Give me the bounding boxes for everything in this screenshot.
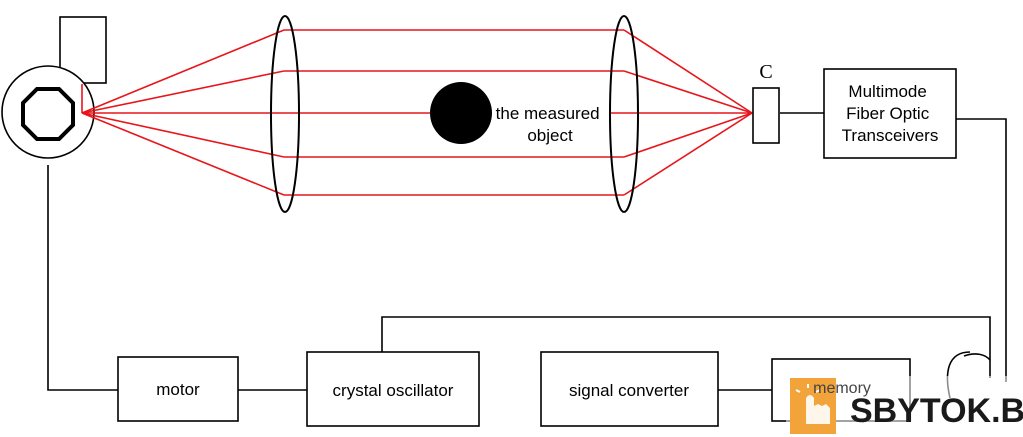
wire-transceiver-to-detector (956, 118, 1007, 382)
collimating-lens (270, 15, 300, 213)
ray-focus-5 (623, 112, 753, 196)
measured-object (430, 82, 492, 144)
signal-converter-label: signal converter (569, 381, 689, 400)
ray-fan-5 (81, 112, 285, 196)
crystal-oscillator-label: crystal oscillator (333, 381, 454, 400)
motor-box (117, 356, 239, 422)
ray-focus-4 (623, 112, 753, 158)
hand-cursor-icon (790, 378, 836, 434)
ray-focus-2 (623, 70, 753, 114)
polygon-scanner (1, 65, 95, 159)
wire-scanner-to-motor (47, 165, 118, 391)
ray-fan-2 (81, 70, 285, 114)
ray-fan-4 (81, 112, 285, 158)
wire-oscillator-to-detector (381, 316, 991, 378)
octagon-mirror-icon (21, 87, 75, 141)
watermark-text: SBYTOK.BY (850, 392, 1023, 430)
sensor-label: C (759, 61, 772, 83)
crystal-oscillator-box (306, 351, 480, 427)
measured-object-label: the measured object (496, 104, 605, 145)
watermark: memory SBYTOK.BY (786, 376, 1023, 437)
fiber-transceiver-label: Multimode Fiber Optic Transceivers (842, 82, 939, 145)
wiring (47, 112, 1007, 391)
fiber-transceiver-box (823, 68, 957, 159)
memory-label: memory (813, 380, 871, 397)
focusing-lens (609, 15, 639, 213)
ray-focus-1 (623, 29, 753, 114)
photo-sensor (752, 87, 780, 144)
signal-converter-box (540, 351, 719, 427)
scanner-housing (1, 65, 95, 159)
ray-fan-1 (81, 29, 285, 114)
motor-label: motor (156, 380, 200, 399)
laser-rays (81, 29, 753, 196)
